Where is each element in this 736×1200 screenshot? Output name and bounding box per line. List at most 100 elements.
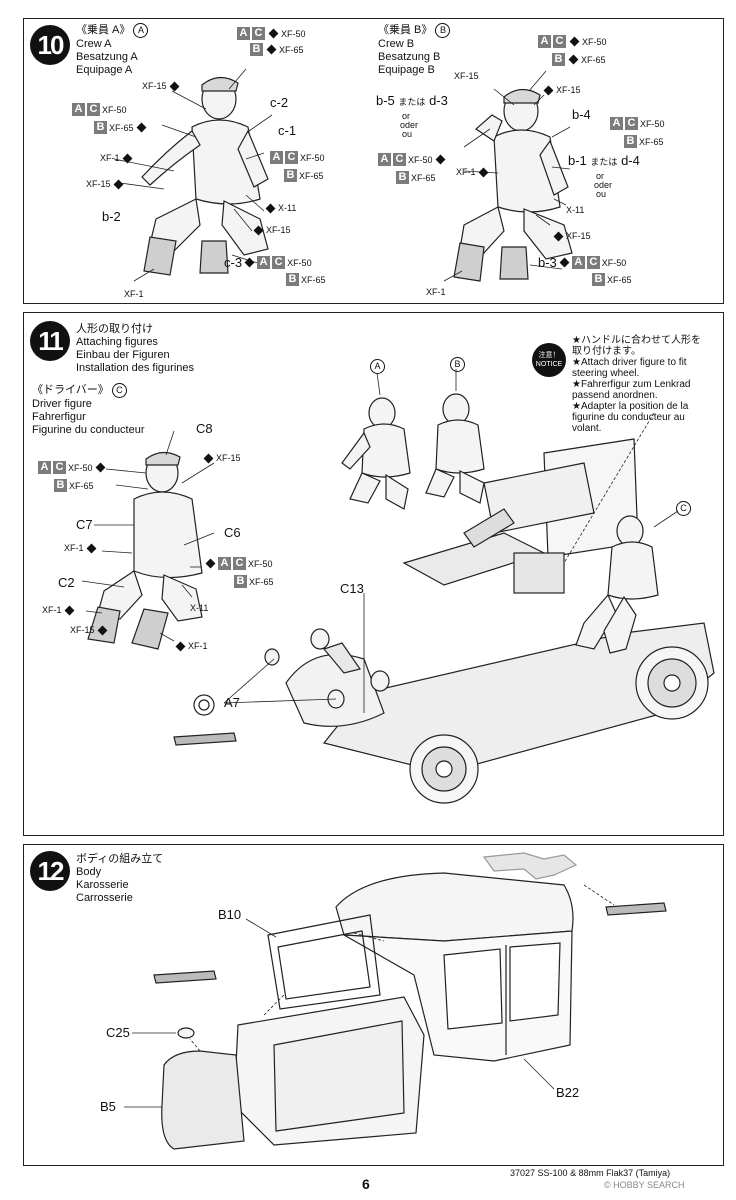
dot-icon <box>253 225 264 235</box>
or-en: or <box>402 111 411 121</box>
a-paint-xf15-hat: XF-15 <box>142 81 181 91</box>
notice-de-1: ★Fahrerfigur zum Lenkrad <box>572 379 691 390</box>
paint-xf15: XF-15 <box>216 453 241 463</box>
step-12-title-fr: Carrosserie <box>76 892 133 904</box>
driver-paint-xf15: XF-15 <box>202 453 241 463</box>
b1-d4-label: b-1 または d-4 <box>568 153 640 168</box>
driver-paint-xf1-mid: XF-1 <box>42 605 76 615</box>
part-label-c6: C6 <box>224 525 241 540</box>
part-label-d3: d-3 <box>429 93 448 108</box>
dot-icon <box>95 462 105 473</box>
crew-b-marker: B <box>450 357 465 372</box>
box-c: C <box>252 27 265 40</box>
paint-xf65: XF-65 <box>581 54 606 65</box>
box-b: B <box>286 273 299 286</box>
box-a: A <box>237 27 250 40</box>
box-c: C <box>586 256 600 269</box>
crew-b-ja: 《乗員 B》 <box>378 24 433 36</box>
paint-xf15: XF-15 <box>142 81 167 91</box>
dot-icon <box>478 167 488 177</box>
dot-icon <box>136 122 146 133</box>
paint-xf50: XF-50 <box>601 257 627 268</box>
box-c: C <box>53 461 66 474</box>
crew-b-tag: B <box>435 23 451 38</box>
or-fr: ou <box>402 129 413 139</box>
dot-icon <box>205 558 216 569</box>
box-a: A <box>538 35 551 48</box>
step-10-panel: 10 《乗員 A》 A Crew A Besatzung A Equipage … <box>23 18 724 304</box>
part-label-b5: B5 <box>100 1099 116 1114</box>
crew-b-en: Crew B <box>378 38 415 50</box>
product-code: 37027 <box>510 1168 536 1178</box>
dot-icon <box>244 257 255 268</box>
part-label-c25: C25 <box>106 1025 130 1040</box>
driver-paint-x11: X-11 <box>190 603 208 613</box>
a-paint-xf1-left: XF-1 <box>100 153 134 163</box>
step-11-title-en: Attaching figures <box>76 336 158 348</box>
driver-de: Fahrerfigur <box>32 411 86 423</box>
or-de-2: oder <box>594 180 613 190</box>
paint-xf1: XF-1 <box>426 287 446 297</box>
crew-a-title: 《乗員 A》 A Crew A Besatzung A Equipage A <box>76 23 149 77</box>
step-12-title-de: Karosserie <box>76 879 129 891</box>
paint-xf65: XF-65 <box>299 170 324 181</box>
paint-xf65: XF-65 <box>639 136 664 147</box>
paint-xf50: XF-50 <box>408 154 433 165</box>
paint-xf15: XF-15 <box>566 231 591 241</box>
dot-icon <box>543 85 554 95</box>
paint-xf15: XF-15 <box>86 179 111 189</box>
paint-xf15: XF-15 <box>70 625 95 635</box>
notice-ja: 注意！ <box>538 352 560 359</box>
box-b: B <box>94 121 107 134</box>
paint-xf50: XF-50 <box>281 28 306 39</box>
paint-xf65: XF-65 <box>109 122 134 133</box>
part-label-b10: B10 <box>218 907 242 922</box>
step-11-title-fr: Installation des figurines <box>76 362 195 374</box>
paint-xf50: XF-50 <box>287 257 312 268</box>
paint-x11: X-11 <box>190 603 209 613</box>
footer-code: 37027 SS-100 & 88mm Flak37 (Tamiya) <box>510 1168 670 1178</box>
notice-fr-1: ★Adapter la position de la <box>572 401 689 412</box>
b-paint-xf1-left: XF-1 <box>456 167 490 177</box>
part-label-c13: C13 <box>340 581 364 596</box>
part-label-c3: c-3 <box>224 255 243 270</box>
dot-icon <box>553 231 564 241</box>
b-paint-xf15-hat: XF-15 <box>454 71 479 81</box>
step-12-panel: 12 ボディの組み立て Body Karosserie Carrosserie <box>23 844 724 1166</box>
dot-icon <box>203 453 214 463</box>
paint-xf65: XF-65 <box>69 480 94 491</box>
or-fr-2: ou <box>596 189 607 199</box>
step-12-number: 12 <box>30 851 70 891</box>
notice-de-2: passend anordnen. <box>572 390 658 401</box>
dot-icon <box>568 54 579 65</box>
b-paint-xf15-lower: XF-15 <box>552 231 591 241</box>
box-a: A <box>72 103 85 116</box>
dot-icon <box>266 44 277 55</box>
box-b: B <box>396 171 409 184</box>
box-c: C <box>272 256 286 269</box>
dot-icon <box>169 81 179 91</box>
driver-ja: 《ドライバー》 <box>32 384 109 396</box>
paint-xf65: XF-65 <box>411 172 436 183</box>
step-11-panel: 11 人形の取り付け Attaching figures Einbau der … <box>23 312 724 836</box>
box-c: C <box>553 35 566 48</box>
paint-xf50: XF-50 <box>582 36 607 47</box>
paint-xf15: XF-15 <box>266 225 291 235</box>
paint-x11: X-11 <box>278 203 297 213</box>
or-ja: または <box>398 97 426 107</box>
part-label-b3: b-3 <box>538 255 557 270</box>
dot-icon <box>569 36 580 47</box>
paint-xf65: XF-65 <box>301 274 326 285</box>
dot-icon <box>86 543 96 553</box>
